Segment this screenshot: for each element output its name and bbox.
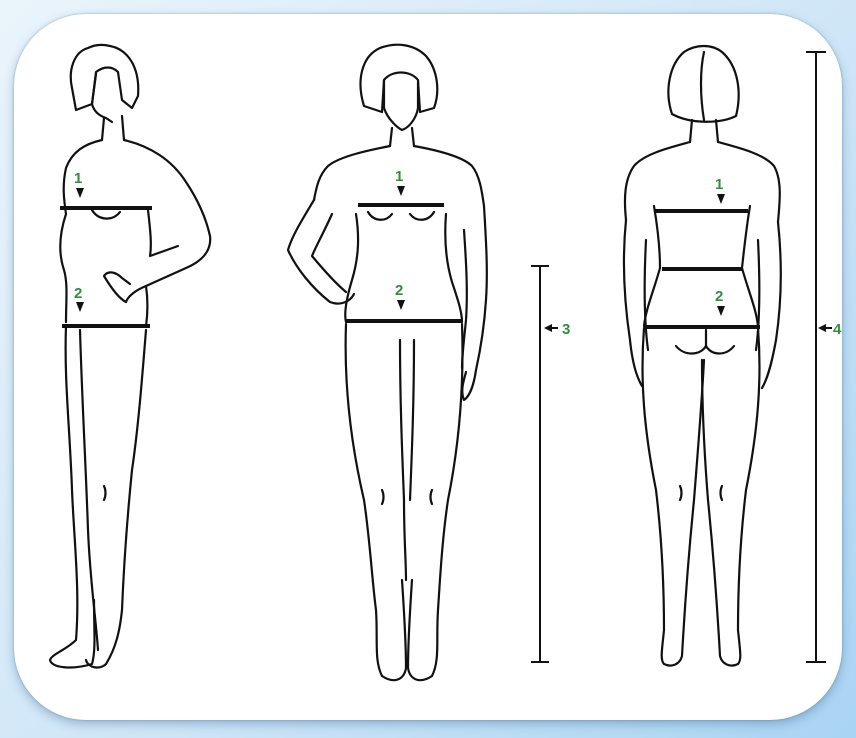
figure-front-view: 1 2	[288, 45, 487, 680]
marker-arrow	[397, 186, 405, 196]
marker-arrow	[544, 324, 552, 332]
height-ruler-4: 4	[806, 52, 842, 662]
marker-arrow	[717, 194, 725, 204]
marker-arrow	[397, 300, 405, 310]
figure-back-view: 1 2	[624, 46, 781, 666]
measurement-label: 1	[715, 176, 723, 193]
diagram-card: 1 2 1 2	[14, 14, 842, 720]
marker-arrow	[76, 302, 84, 312]
marker-arrow	[717, 306, 725, 316]
ruler-label: 4	[833, 321, 842, 338]
measurement-label: 1	[395, 168, 403, 185]
marker-arrow	[818, 324, 826, 332]
ruler-label: 3	[562, 321, 570, 338]
marker-arrow	[76, 188, 84, 198]
measurement-label: 1	[74, 170, 82, 187]
body-measurement-diagram: 1 2 1 2	[14, 14, 842, 720]
measurement-label: 2	[395, 282, 403, 299]
figure-side-view: 1 2	[50, 45, 210, 668]
measurement-label: 2	[74, 285, 82, 302]
height-ruler-3: 3	[531, 266, 570, 662]
measurement-label: 2	[715, 288, 723, 305]
